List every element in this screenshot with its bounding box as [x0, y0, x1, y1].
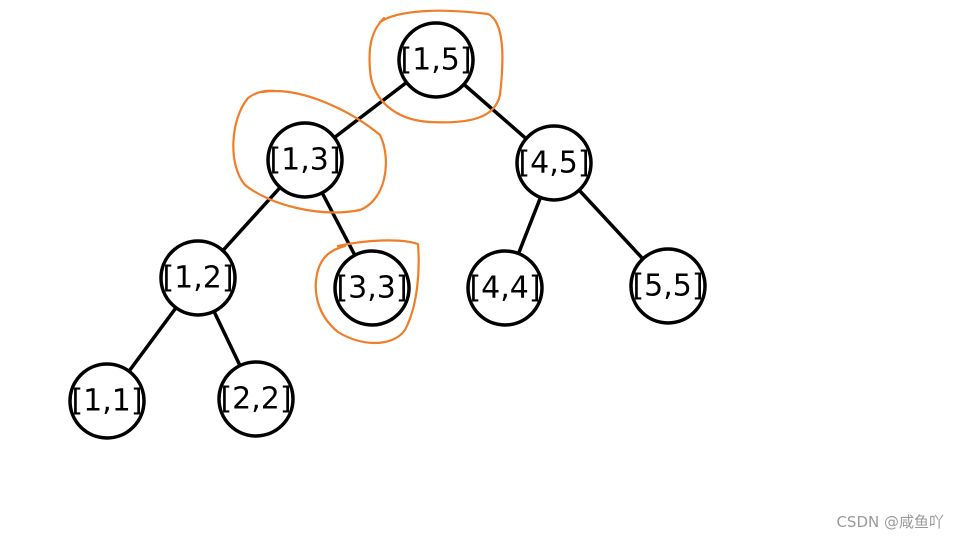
node-label: [1,5] [400, 43, 471, 78]
node-label: [3,3] [336, 271, 407, 306]
tree-node-n44: [4,4] [466, 249, 544, 327]
node-label: [4,4] [469, 271, 540, 306]
highlight-layer [232, 9, 504, 344]
tree-node-n45: [4,5] [515, 124, 593, 202]
node-label: [1,2] [162, 261, 233, 296]
node-label: [2,2] [220, 382, 291, 417]
tree-node-n11: [1,1] [68, 362, 146, 440]
node-circle [397, 21, 475, 99]
highlight-circle-n13 [232, 89, 387, 214]
tree-node-n15: [1,5] [397, 21, 475, 99]
node-circle [333, 249, 411, 327]
highlight-circle-n33 [314, 239, 420, 344]
node-label: [1,3] [269, 143, 340, 178]
node-circle [159, 239, 237, 317]
tree-node-n22: [2,2] [217, 360, 295, 438]
tree-node-n12: [1,2] [159, 239, 237, 317]
highlight-circle-n15 [368, 9, 504, 124]
node-circle [515, 124, 593, 202]
tree-node-n33: [3,3] [333, 249, 411, 327]
node-circle [629, 247, 707, 325]
node-layer: [1,5] [1,3] [4,5] [1,2] [3,3] [4,4] [5,5] [1,1]… [68, 21, 707, 440]
node-circle [466, 249, 544, 327]
node-circle [217, 360, 295, 438]
node-label: [1,1] [71, 384, 142, 419]
watermark: CSDN @咸鱼吖 [836, 513, 944, 531]
edge-layer [105, 58, 670, 403]
tree-node-n55: [5,5] [629, 247, 707, 325]
node-circle [266, 121, 344, 199]
node-label: [5,5] [632, 269, 703, 304]
node-label: [4,5] [518, 146, 589, 181]
tree-node-n13: [1,3] [266, 121, 344, 199]
node-circle [68, 362, 146, 440]
